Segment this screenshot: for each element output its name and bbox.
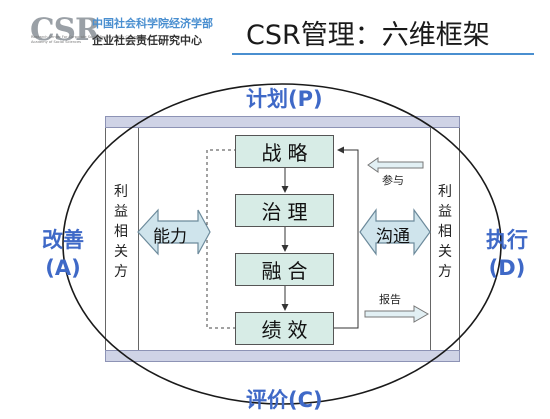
communication-double-arrow (359, 208, 431, 256)
capability-double-arrow (137, 208, 211, 256)
check-label: 评价(C) (246, 388, 323, 412)
pdca-ellipse (62, 83, 502, 405)
participate-label: 参与 (382, 174, 404, 187)
solid-feedback-loop (334, 146, 359, 329)
logo-text: CSR (30, 12, 101, 48)
right-stakeholder-column (430, 128, 460, 350)
report-arrow (364, 305, 430, 323)
capability-label: 能力 (153, 227, 187, 247)
report-label: 报告 (379, 293, 401, 306)
step-governance: 治理 (235, 194, 334, 227)
do-label-code: (D) (488, 256, 526, 280)
org-name-en: Research Center For Corporate Social Res… (31, 35, 140, 44)
step-integration: 融合 (235, 253, 334, 286)
org-name-cn: 中国社会科学院经济学部 (92, 17, 213, 30)
csr-logo: CSR (30, 12, 101, 48)
plan-label: 计划(P) (246, 87, 323, 111)
do-label: 执行 (D) (472, 226, 542, 282)
dashed-feedback-loop (206, 149, 236, 329)
step-performance: 绩效 (235, 312, 334, 345)
right-stakeholder-label: 利益相关方 (438, 184, 452, 280)
do-label-text: 执行 (486, 228, 528, 252)
org-subtitle: 企业社会责任研究中心 (92, 34, 202, 47)
step-strategy: 战略 (235, 135, 334, 168)
title-underline (232, 53, 534, 55)
page-title: CSR管理：六维框架 (246, 20, 490, 51)
left-stakeholder-column (105, 128, 139, 350)
bottom-bar (105, 350, 460, 362)
participate-arrow (367, 157, 424, 173)
top-bar (105, 116, 460, 128)
act-label-text: 改善 (42, 228, 84, 252)
communication-label: 沟通 (376, 227, 410, 247)
left-stakeholder-label: 利益相关方 (114, 184, 128, 280)
act-label-code: (A) (45, 256, 81, 280)
act-label: 改善 (A) (32, 226, 94, 282)
